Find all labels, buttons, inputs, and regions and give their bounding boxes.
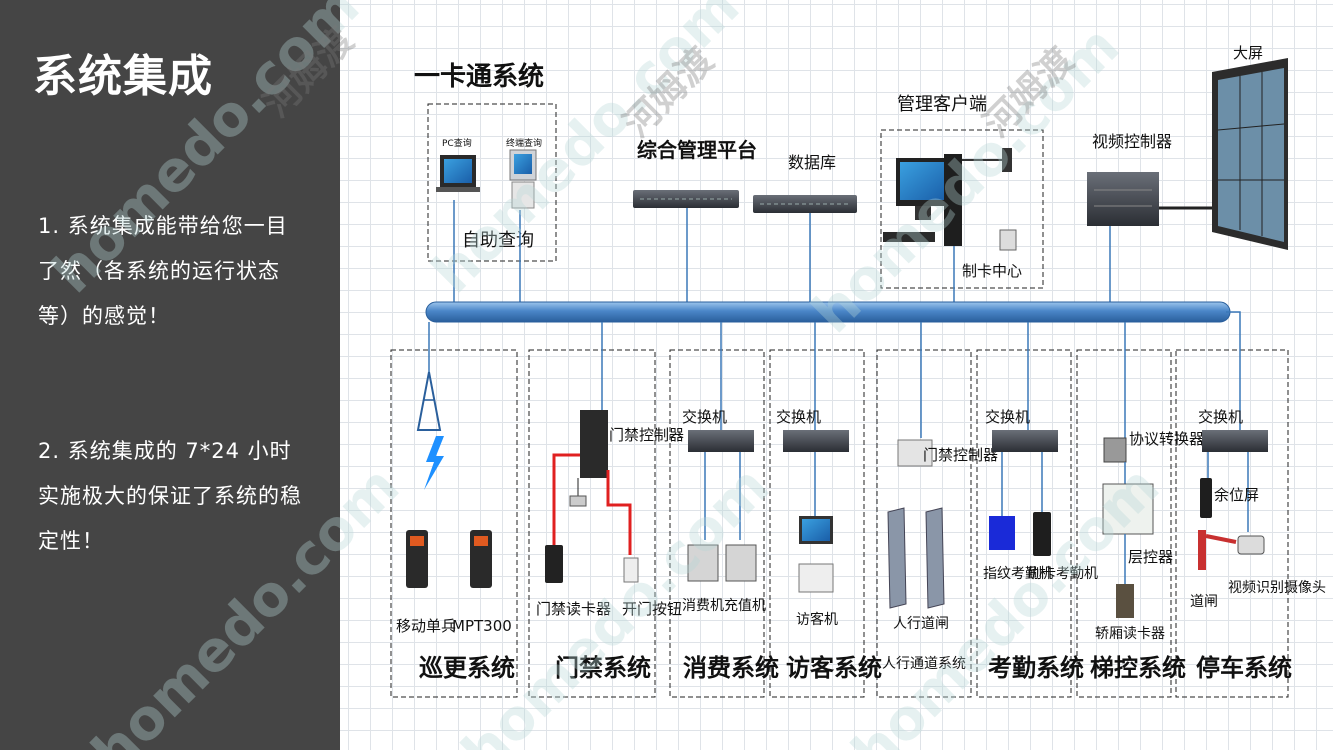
lock-icon: [569, 495, 587, 507]
consume-switch-icon: [688, 430, 754, 452]
attendance-switch-icon: [992, 430, 1058, 452]
car-reader-label: 轿厢读卡器: [1095, 625, 1165, 642]
benefit-point-1: 1. 系统集成能带给您一目了然（各系统的运行状态等）的感觉！: [38, 214, 288, 328]
elevator-system-box: [1076, 349, 1172, 698]
pedestrian-controller-label: 门禁控制器: [923, 446, 998, 464]
pedestrian-system-box: [876, 349, 972, 698]
protocol-converter-label: 协议转换器: [1129, 430, 1204, 448]
pedestrian-controller-icon: [897, 439, 933, 467]
card-center-label: 制卡中心: [962, 262, 1022, 280]
left-panel: 系统集成 1. 系统集成能带给您一目了然（各系统的运行状态等）的感觉！ 2. 系…: [0, 0, 340, 750]
card-printer-icon: [999, 229, 1017, 251]
video-controller-icon: [1087, 172, 1159, 226]
parking-system-title: 停车系统: [1196, 654, 1292, 682]
access-system-title: 门禁系统: [555, 654, 651, 682]
visitor-system-title: 访客系统: [786, 654, 882, 682]
video-controller-label: 视频控制器: [1092, 132, 1172, 151]
visitor-system-box: [769, 349, 865, 698]
access-controller-icon: [580, 410, 608, 478]
visitor-switch-label: 交换机: [776, 408, 821, 426]
mgmt-client-group: [880, 129, 1044, 289]
antenna-tower-icon: [416, 371, 442, 431]
car-reader-icon: [1116, 584, 1134, 618]
page-title: 系统集成: [33, 51, 213, 102]
attendance-system-title: 考勤系统: [988, 654, 1084, 682]
pc-query-label: PC查询: [442, 137, 472, 149]
mobile-soldier-label: 移动单兵: [396, 617, 456, 635]
big-screen-label: 大屏: [1233, 44, 1263, 62]
elevator-system-title: 梯控系统: [1090, 654, 1186, 682]
database-label: 数据库: [788, 153, 836, 172]
fingerprint-machine-icon: [989, 516, 1015, 550]
platform-label: 综合管理平台: [637, 138, 757, 162]
attendance-system-box: [976, 349, 1072, 698]
open-button-label: 开门按钮: [622, 600, 682, 618]
patrol-system-title: 巡更系统: [419, 654, 515, 682]
open-button-icon: [623, 557, 639, 583]
access-reader-label: 门禁读卡器: [536, 600, 611, 618]
remain-screen-icon: [1200, 478, 1212, 518]
access-controller-label: 门禁控制器: [609, 426, 684, 444]
camera-icon: [1002, 148, 1012, 172]
fingerprint-label: 指纹考勤机: [983, 566, 1053, 582]
recharge-machine-icon: [725, 544, 757, 582]
recognition-camera-icon: [1237, 535, 1265, 555]
card-attendance-label: 刷卡考勤机: [1028, 566, 1098, 582]
terminal-query-label: 终端查询: [506, 137, 542, 149]
patrol-system-box: [390, 349, 518, 698]
gate-left-icon: [887, 507, 907, 609]
floor-controller-label: 层控器: [1128, 548, 1173, 566]
mpt300-label: MPT300: [452, 617, 512, 635]
consume-switch-label: 交换机: [682, 408, 727, 426]
visitor-switch-icon: [783, 430, 849, 452]
integration-diagram: 一卡通系统 PC查询 终端查询 自助查询 综合管理平台 数据库 管理客户端 制卡…: [340, 0, 1333, 750]
diagram-canvas: 一卡通系统 PC查询 终端查询 自助查询 综合管理平台 数据库 管理客户端 制卡…: [390, 44, 1326, 698]
pc-tower-icon: [944, 154, 962, 246]
pedestrian-gate-label: 人行道闸: [893, 616, 949, 632]
floor-controller-icon: [1102, 483, 1154, 535]
gate-right-icon: [925, 507, 945, 609]
lightning-icon: [424, 436, 444, 490]
card-attendance-icon: [1033, 512, 1051, 556]
benefit-point-2: 2. 系统集成的 7*24 小时实施极大的保证了系统的稳定性！: [38, 439, 302, 553]
card-reader-icon: [545, 545, 563, 583]
mgmt-client-label: 管理客户端: [897, 94, 987, 115]
consume-system-title: 消费系统: [683, 654, 779, 682]
protocol-converter-icon: [1103, 437, 1127, 463]
visitor-terminal-icon: [798, 563, 834, 593]
recharge-machine-label: 充值机: [724, 598, 766, 614]
self-query-label: 自助查询: [462, 230, 534, 251]
pos-machine-icon: [687, 544, 719, 582]
one-card-title: 一卡通系统: [414, 61, 544, 92]
barrier-gate-icon: [1198, 530, 1206, 570]
self-query-group: [427, 103, 557, 262]
pos-machine-label: 消费机: [682, 598, 724, 614]
keyboard-icon: [883, 232, 935, 242]
attendance-switch-label: 交换机: [985, 408, 1030, 426]
remain-screen-label: 余位屏: [1214, 486, 1259, 504]
camera-label: 视频识别摄像头: [1228, 580, 1326, 596]
barrier-label: 道闸: [1190, 594, 1218, 610]
visitor-machine-label: 访客机: [796, 611, 838, 628]
access-system-box: [528, 349, 656, 698]
parking-system-box: [1175, 349, 1289, 698]
consume-system-box: [669, 349, 765, 698]
parking-switch-label: 交换机: [1198, 408, 1243, 426]
pedestrian-system-title: 人行通道系统: [882, 656, 966, 672]
network-bus: [425, 301, 1231, 323]
parking-switch-icon: [1202, 430, 1268, 452]
